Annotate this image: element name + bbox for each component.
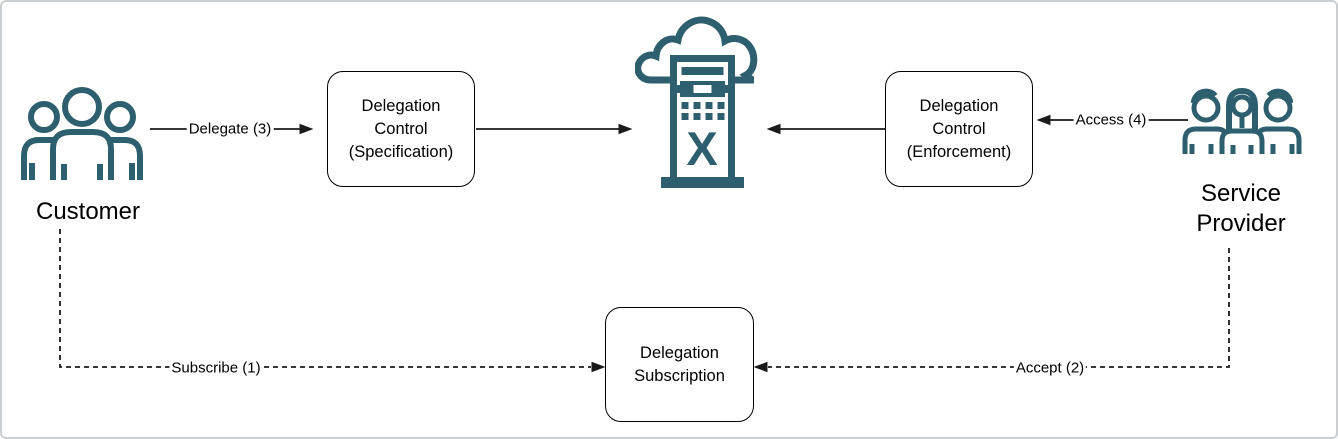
cloud-outline	[635, 16, 758, 84]
server-dot	[705, 113, 713, 120]
server-drive-slot	[693, 85, 712, 93]
node-text-line: (Enforcement)	[906, 142, 1012, 161]
arrowhead	[299, 123, 314, 135]
edge-label-delegate: Delegate (3)	[186, 120, 274, 138]
node-text-line: Control	[932, 119, 986, 138]
node-delegation-control-specification: Delegation Control (Specification)	[327, 71, 475, 187]
edge-subscribe	[59, 229, 606, 373]
person-head	[1230, 94, 1254, 118]
edge-label-subscribe: Subscribe (1)	[169, 359, 263, 377]
server-drive-tab	[675, 85, 680, 93]
node-delegation-control-enforcement: Delegation Control (Enforcement)	[885, 71, 1033, 187]
server-dot	[717, 113, 725, 120]
service-provider-label-line: Service	[1200, 180, 1282, 207]
server-dot	[717, 102, 725, 109]
edge-specification-to-cloud	[476, 123, 633, 135]
server-dot	[681, 113, 689, 120]
edge-label-accept: Accept (2)	[1013, 359, 1087, 377]
person-head	[1263, 93, 1293, 123]
node-text-line: Control	[374, 119, 428, 138]
arrowhead	[618, 123, 633, 135]
node-delegation-subscription: Delegation Subscription	[605, 307, 754, 422]
arrowhead	[766, 123, 781, 135]
server-x-label: X	[686, 122, 717, 175]
person-head	[1191, 93, 1221, 123]
edge-label-access: Access (4)	[1073, 111, 1149, 129]
person-hair	[1266, 88, 1294, 104]
edge-accept	[753, 248, 1230, 373]
cloud-server-icon: X	[635, 16, 758, 188]
node-text-line: Delegation	[919, 96, 999, 115]
customer-group-icon	[21, 87, 143, 180]
server-dot	[693, 113, 701, 120]
edge-enforcement-to-cloud	[766, 123, 885, 135]
server-drive-tab	[725, 85, 730, 93]
person-hair	[1190, 88, 1218, 104]
person-head	[28, 101, 60, 133]
customer-label: Customer	[35, 198, 141, 225]
server-top-bar	[681, 67, 724, 75]
person-head	[62, 87, 102, 127]
person-body	[1219, 128, 1265, 154]
node-text-line: Delegation	[640, 343, 719, 362]
node-text-line: (Specification)	[348, 142, 454, 161]
arrowhead	[1036, 114, 1051, 126]
person-head	[104, 101, 136, 133]
service-provider-label-line: Provider	[1196, 210, 1286, 237]
arrowhead	[753, 361, 768, 373]
server-dot	[693, 102, 701, 109]
person-body	[50, 129, 114, 180]
service-provider-group-icon	[1182, 87, 1302, 154]
node-text-line: Subscription	[634, 366, 725, 385]
server-base	[661, 177, 744, 188]
server-dot	[681, 102, 689, 109]
server-dot	[705, 102, 713, 109]
node-text-line: Delegation	[361, 96, 441, 115]
arrowhead	[591, 361, 606, 373]
service-provider-label: Service Provider	[1161, 179, 1321, 239]
